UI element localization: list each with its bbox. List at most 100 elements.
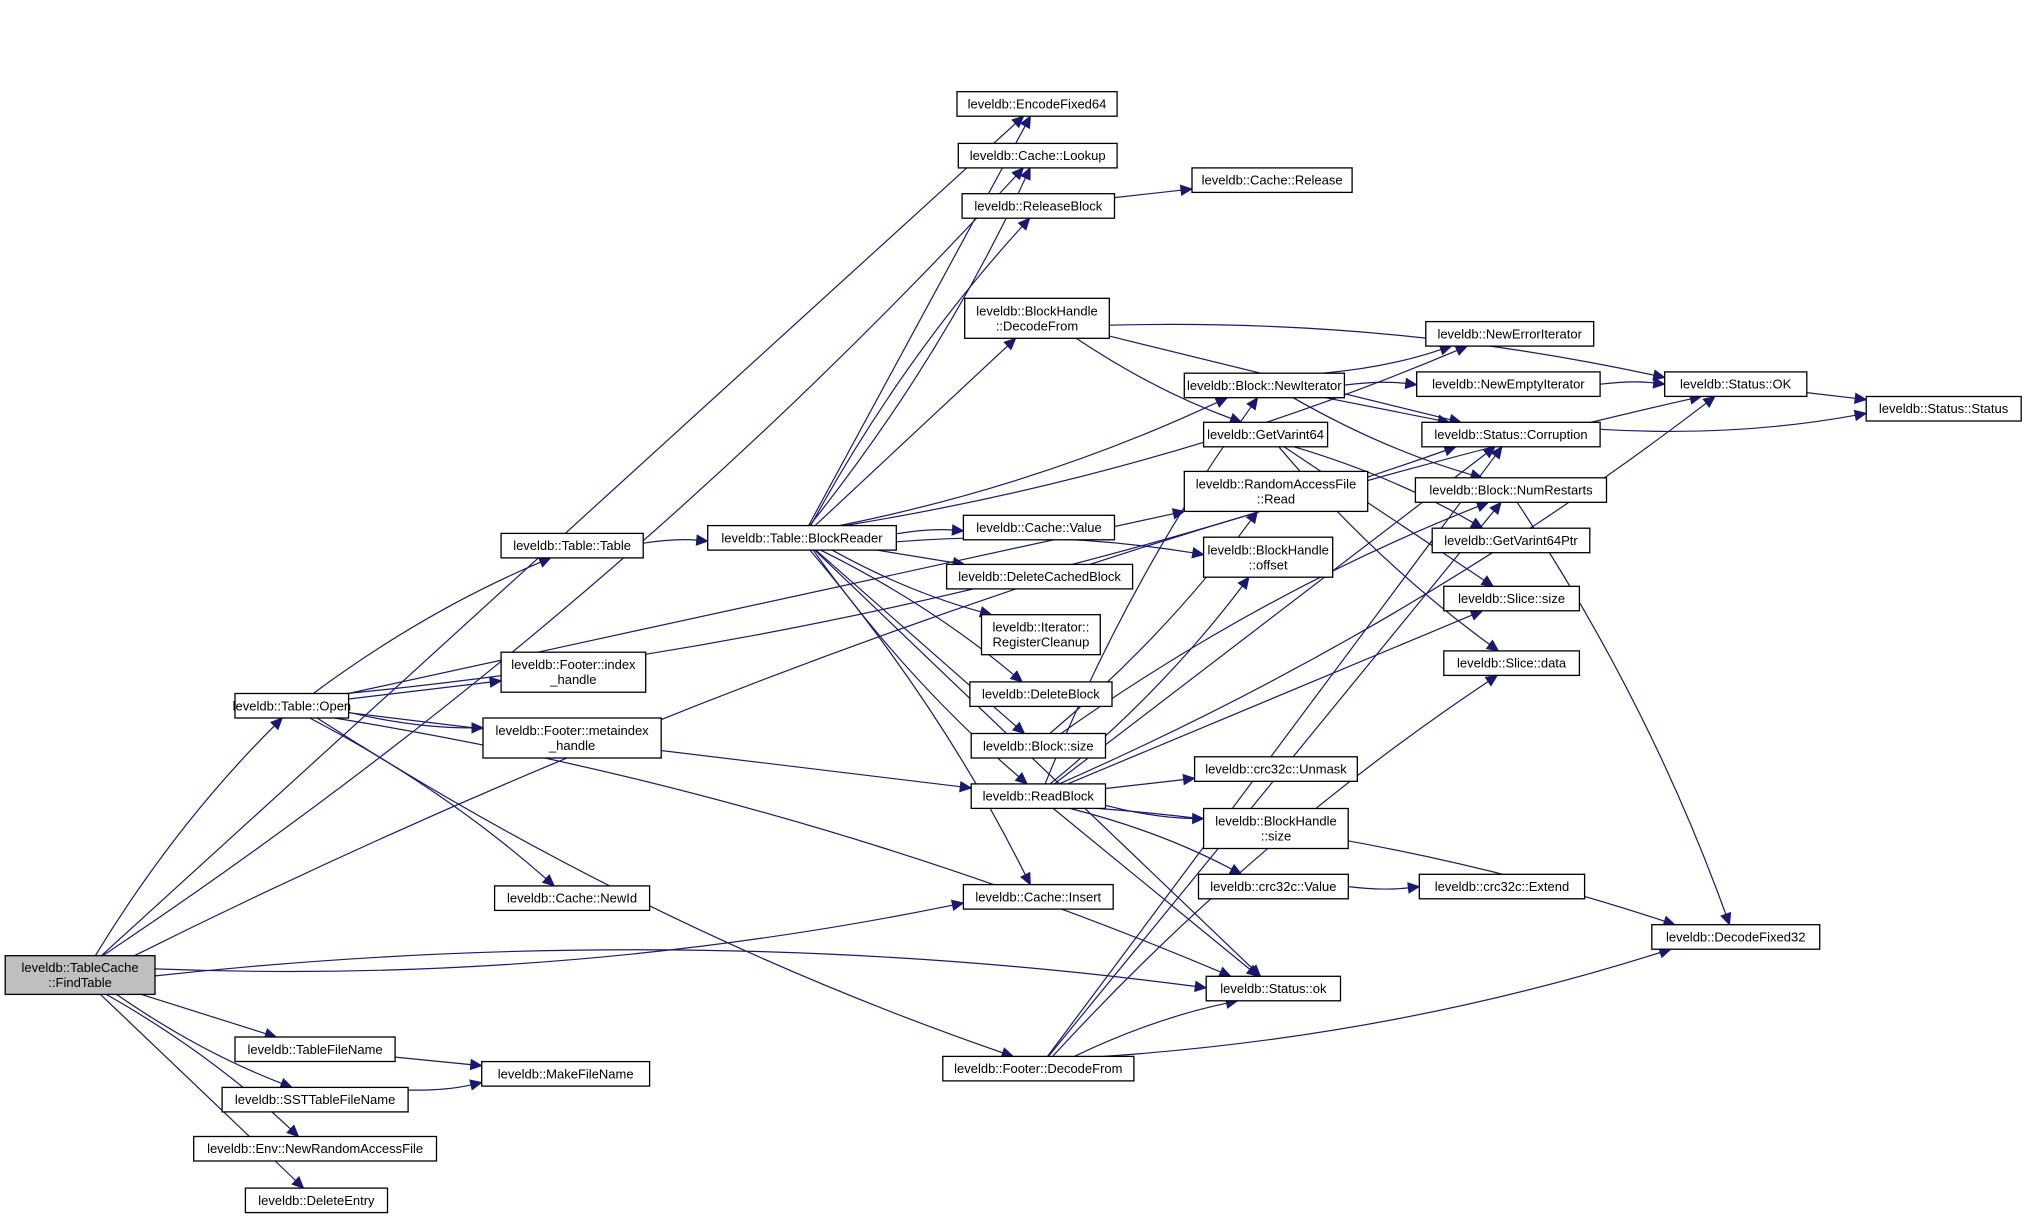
node-bh_offset[interactable]: leveldb::BlockHandle::offset bbox=[1202, 536, 1334, 578]
arrowhead-icon bbox=[1011, 115, 1025, 129]
edge-line bbox=[1283, 446, 1485, 581]
edge-line bbox=[154, 904, 953, 973]
node-label: RegisterCleanup bbox=[992, 635, 1089, 650]
edge-findtable-to-table_open bbox=[94, 717, 284, 957]
edge-bh_decodefrom-to-status_ok_upper bbox=[1109, 323, 1666, 381]
node-table_open[interactable]: leveldb::Table::Open bbox=[233, 692, 352, 719]
node-newerroriterator[interactable]: leveldb::NewErrorIterator bbox=[1425, 320, 1595, 347]
arrowhead-icon bbox=[286, 1124, 300, 1138]
node-label: leveldb::DeleteEntry bbox=[258, 1193, 375, 1208]
node-label: leveldb::NewEmptyIterator bbox=[1432, 377, 1585, 392]
node-label: leveldb::BlockHandle bbox=[1215, 814, 1336, 829]
node-box bbox=[234, 692, 350, 719]
arrowhead-icon bbox=[695, 534, 709, 546]
node-box bbox=[500, 651, 647, 693]
node-label: leveldb::DeleteBlock bbox=[982, 687, 1100, 702]
edge-line bbox=[820, 549, 1015, 676]
node-bh_decodefrom[interactable]: leveldb::BlockHandle::DecodeFrom bbox=[964, 297, 1110, 339]
node-makefilename[interactable]: leveldb::MakeFileName bbox=[481, 1060, 651, 1087]
node-metaindex_handle[interactable]: leveldb::Footer::metaindex_handle bbox=[482, 717, 662, 759]
node-block_numrestarts[interactable]: leveldb::Block::NumRestarts bbox=[1414, 477, 1608, 503]
node-registercleanup[interactable]: leveldb::Iterator::RegisterCleanup bbox=[980, 614, 1101, 656]
node-box bbox=[1443, 585, 1581, 612]
node-block_newiterator[interactable]: leveldb::Block::NewIterator bbox=[1183, 372, 1346, 399]
node-cache_value[interactable]: leveldb::Cache::Value bbox=[962, 514, 1116, 541]
node-cache_lookup[interactable]: leveldb::Cache::Lookup bbox=[957, 142, 1118, 169]
node-tablefilename[interactable]: leveldb::TableFileName bbox=[234, 1036, 396, 1063]
node-ssttablefilename[interactable]: leveldb::SSTTableFileName bbox=[221, 1086, 409, 1113]
node-status_corruption[interactable]: leveldb::Status::Corruption bbox=[1421, 421, 1601, 448]
node-raf_read[interactable]: leveldb::RandomAccessFile::Read bbox=[1183, 470, 1369, 513]
edge-findtable-to-status_ok_lower bbox=[154, 949, 1208, 993]
node-cache_insert[interactable]: leveldb::Cache::Insert bbox=[962, 883, 1114, 910]
node-deleteblock[interactable]: leveldb::DeleteBlock bbox=[969, 681, 1113, 708]
edge-line bbox=[94, 725, 275, 957]
node-decodefixed32[interactable]: leveldb::DecodeFixed32 bbox=[1651, 924, 1821, 950]
node-label: leveldb::MakeFileName bbox=[498, 1066, 634, 1081]
node-status_ok_upper[interactable]: leveldb::Status::OK bbox=[1664, 371, 1808, 398]
edge-line bbox=[1049, 585, 1243, 785]
node-getvarint64[interactable]: leveldb::GetVarint64 bbox=[1202, 421, 1329, 448]
edge-findtable-to-cache_insert bbox=[154, 899, 965, 973]
node-box bbox=[481, 1060, 651, 1087]
edge-line bbox=[1060, 505, 1479, 734]
node-label: leveldb::Table::BlockReader bbox=[721, 530, 883, 545]
node-cache_release[interactable]: leveldb::Cache::Release bbox=[1191, 167, 1353, 194]
edge-line bbox=[312, 561, 541, 694]
node-bh_size[interactable]: leveldb::BlockHandle::size bbox=[1202, 807, 1349, 850]
node-crc_unmask[interactable]: leveldb::crc32c::Unmask bbox=[1193, 756, 1358, 782]
node-box bbox=[1183, 470, 1369, 513]
edge-line bbox=[643, 539, 697, 544]
node-status_ok_lower[interactable]: leveldb::Status::ok bbox=[1205, 975, 1342, 1002]
node-slice_data[interactable]: leveldb::Slice::data bbox=[1443, 650, 1581, 677]
edge-line bbox=[877, 549, 954, 564]
node-slice_size[interactable]: leveldb::Slice::size bbox=[1443, 585, 1581, 612]
node-newemptyiterator[interactable]: leveldb::NewEmptyIterator bbox=[1416, 371, 1601, 398]
node-index_handle[interactable]: leveldb::Footer::index_handle bbox=[500, 651, 647, 693]
node-label: _handle bbox=[548, 738, 595, 753]
node-crc_value[interactable]: leveldb::crc32c::Value bbox=[1197, 873, 1349, 900]
node-footer_decodefrom[interactable]: leveldb::Footer::DecodeFrom bbox=[942, 1055, 1135, 1082]
node-box bbox=[942, 1055, 1135, 1082]
node-encodefixed64[interactable]: leveldb::EncodeFixed64 bbox=[956, 91, 1118, 117]
edge-line bbox=[1322, 349, 1442, 374]
arrowhead-icon bbox=[1245, 510, 1259, 525]
node-box bbox=[1193, 756, 1358, 782]
arrowhead-icon bbox=[1017, 217, 1031, 231]
arrowhead-icon bbox=[1019, 115, 1031, 130]
edge-line bbox=[1058, 402, 1707, 785]
node-label: leveldb::Env::NewRandomAccessFile bbox=[207, 1141, 423, 1156]
node-deleteentry[interactable]: leveldb::DeleteEntry bbox=[244, 1187, 389, 1214]
node-blockreader[interactable]: leveldb::Table::BlockReader bbox=[707, 524, 897, 551]
edge-line bbox=[309, 717, 547, 880]
edge-line bbox=[348, 681, 491, 700]
node-releaseblock[interactable]: leveldb::ReleaseBlock bbox=[961, 193, 1116, 219]
edge-line bbox=[1076, 337, 1232, 420]
arrowhead-icon bbox=[1853, 409, 1868, 422]
node-label: leveldb::BlockHandle bbox=[1207, 542, 1328, 557]
edges-layer bbox=[94, 115, 1868, 1189]
node-cache_newid[interactable]: leveldb::Cache::NewId bbox=[493, 885, 651, 912]
node-box bbox=[1202, 536, 1334, 578]
node-status_status[interactable]: leveldb::Status::Status bbox=[1865, 395, 2022, 422]
arrowhead-icon bbox=[951, 524, 965, 536]
node-deletecachedblock[interactable]: leveldb::DeleteCachedBlock bbox=[945, 563, 1134, 590]
node-newrandomaccessfile[interactable]: leveldb::Env::NewRandomAccessFile bbox=[193, 1135, 438, 1162]
edge-line bbox=[1074, 1002, 1227, 1057]
node-box bbox=[964, 297, 1110, 339]
edge-blockreader-to-cache_value bbox=[896, 524, 965, 536]
edge-line bbox=[1516, 502, 1727, 915]
edge-line bbox=[1105, 779, 1184, 790]
arrowhead-icon bbox=[1652, 369, 1666, 381]
arrowhead-icon bbox=[1179, 184, 1194, 197]
node-table_table[interactable]: leveldb::Table::Table bbox=[500, 532, 644, 559]
node-label: leveldb::Status::Corruption bbox=[1434, 427, 1587, 442]
node-getvarint64ptr[interactable]: leveldb::GetVarint64Ptr bbox=[1431, 527, 1591, 554]
node-readblock[interactable]: leveldb::ReadBlock bbox=[970, 783, 1107, 810]
node-crc_extend[interactable]: leveldb::crc32c::Extend bbox=[1418, 873, 1586, 900]
node-box bbox=[1418, 873, 1586, 900]
node-block_size[interactable]: leveldb::Block::size bbox=[970, 732, 1107, 759]
edge-blockreader-to-encodefixed64 bbox=[808, 115, 1031, 526]
node-findtable[interactable]: leveldb::TableCache::FindTable bbox=[4, 955, 156, 996]
edge-block_numrestarts-to-decodefixed32 bbox=[1516, 502, 1732, 926]
